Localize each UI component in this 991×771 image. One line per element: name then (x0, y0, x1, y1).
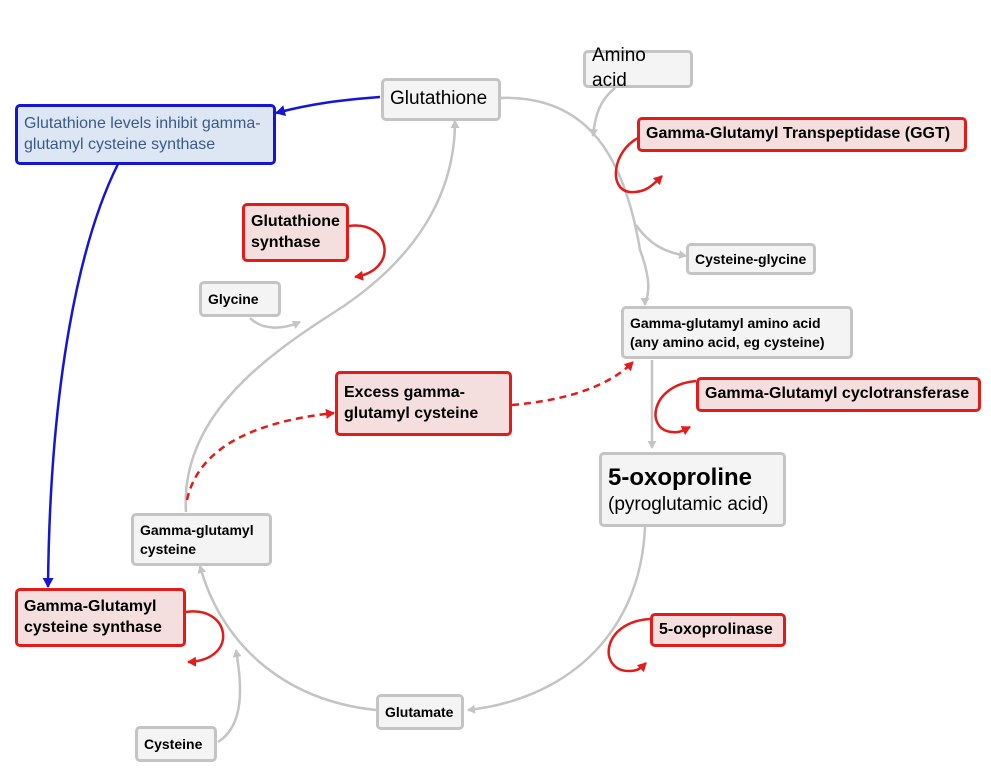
label-ggc-synthase: Gamma-Glutamyl cysteine synthase (24, 597, 162, 636)
arrow-glycine-in (249, 317, 301, 329)
node-ggc: Gamma-glutamyl cysteine (131, 513, 272, 566)
label-glutathione: Glutathione (390, 88, 488, 110)
loop-gg-cyclotransferase (654, 379, 697, 436)
arrow-inhibit-note-to-ggc-synthase (42, 163, 120, 588)
node-glutathione: Glutathione (381, 78, 501, 121)
loop-ggt (614, 135, 663, 194)
label-oxoproline-sub: (pyroglutamic acid) (608, 493, 769, 515)
arrow-glutathione-to-gg-amino-acid (499, 96, 650, 306)
arrow-oxoproline-to-glutamate (467, 526, 647, 714)
dashed-arrow-ggc-to-excess (185, 408, 335, 501)
label-gg-amino-acid: Gamma-glutamyl amino acid (any amino aci… (630, 315, 825, 350)
loop-glutathione-synthase (348, 224, 386, 281)
label-glutamate: Glutamate (385, 703, 454, 720)
loop-oxoprolinase (607, 617, 651, 673)
label-oxoproline-title: 5-oxoproline (608, 463, 753, 491)
node-oxoprolinase: 5-oxoprolinase (650, 613, 786, 647)
node-glycine: Glycine (199, 281, 281, 317)
node-gg-cyclotransferase: Gamma-Glutamyl cyclotransferase (696, 377, 981, 412)
label-cysteine: Cysteine (144, 735, 203, 752)
node-glutathione-synthase: Glutathione synthase (242, 203, 349, 262)
node-gg-amino-acid: Gamma-glutamyl amino acid (any amino aci… (621, 306, 853, 359)
label-oxoprolinase: 5-oxoprolinase (659, 620, 773, 638)
arrow-amino-acid-in (589, 87, 616, 137)
node-excess-ggc: Excess gamma-glutamyl cysteine (335, 371, 512, 436)
node-ggt: Gamma-Glutamyl Transpeptidase (GGT) (637, 117, 967, 152)
node-ggc-synthase: Gamma-Glutamyl cysteine synthase (15, 588, 186, 647)
node-inhibit-note: Glutathione levels inhibit gamma-glutamy… (15, 104, 276, 165)
arrow-cysteine-in (217, 649, 242, 744)
node-amino-acid: Amino acid (583, 45, 693, 91)
arrow-glutathione-to-inhibit-note (275, 95, 381, 117)
loop-ggc-synthase (185, 610, 225, 667)
dashed-arrow-excess-to-gg-amino-acid (511, 361, 634, 407)
label-glutathione-synthase: Glutathione synthase (251, 212, 340, 251)
node-cysteine: Cysteine (135, 726, 217, 762)
node-glutamate: Glutamate (376, 694, 464, 730)
arrow-ggc-to-glutathione (184, 120, 460, 513)
node-oxoproline: 5-oxoproline (pyroglutamic acid) (599, 452, 786, 527)
label-ggc: Gamma-glutamyl cysteine (140, 522, 254, 557)
label-amino-acid: Amino acid (592, 45, 646, 91)
label-cysteine-glycine: Cysteine-glycine (695, 250, 807, 267)
arrow-glutamate-to-ggc (197, 565, 377, 712)
node-cysteine-glycine: Cysteine-glycine (686, 243, 816, 275)
label-gg-cyclotransferase: Gamma-Glutamyl cyclotransferase (705, 385, 970, 403)
arrow-cysteine-glycine-out (634, 224, 687, 260)
label-ggt: Gamma-Glutamyl Transpeptidase (GGT) (646, 125, 951, 143)
label-excess-ggc: Excess gamma-glutamyl cysteine (344, 383, 479, 422)
label-glycine: Glycine (208, 290, 259, 307)
label-inhibit-note: Glutathione levels inhibit gamma-glutamy… (24, 114, 261, 153)
